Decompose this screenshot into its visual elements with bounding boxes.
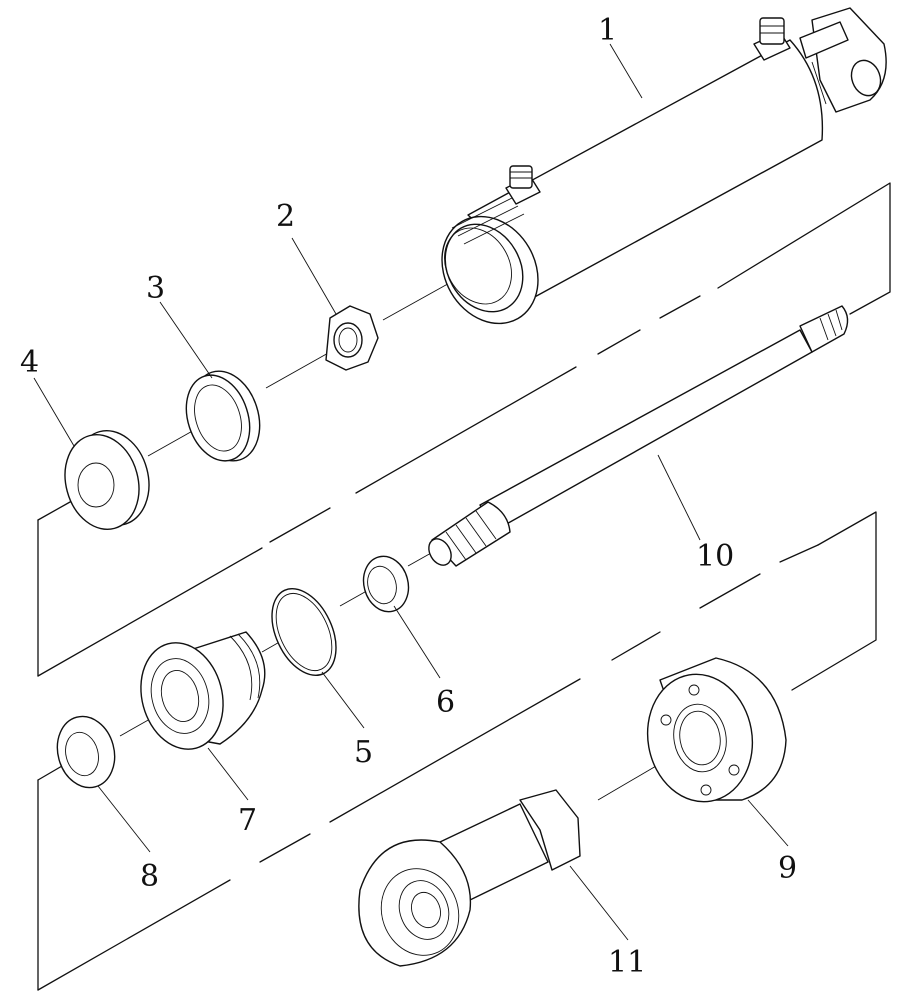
part-5-o-ring	[271, 587, 337, 677]
callout-11: 11	[608, 945, 646, 980]
callout-9: 9	[778, 851, 797, 886]
callout-3: 3	[146, 271, 165, 306]
part-1-cylinder-barrel	[441, 7, 887, 325]
assembly-frame-lines	[37, 182, 891, 991]
callout-6: 6	[436, 685, 455, 720]
callout-7: 7	[238, 803, 257, 838]
part-4-wiper-seal	[64, 430, 150, 530]
callout-8: 8	[140, 859, 159, 894]
leader-lines	[33, 43, 789, 941]
part-9-flange-nut	[646, 657, 787, 803]
part-8-washer	[56, 715, 116, 789]
part-11-rod-end	[358, 789, 581, 967]
callout-10: 10	[696, 539, 734, 574]
part-6-bushing	[362, 555, 410, 613]
part-10-piston-rod	[428, 305, 849, 567]
callout-2: 2	[276, 199, 295, 234]
callout-1: 1	[598, 13, 617, 48]
callout-labels: 1 2 3 4 5 6 7 8 9 10 11	[20, 13, 797, 980]
part-7-piston	[140, 631, 266, 750]
callout-4: 4	[20, 345, 39, 380]
callout-5: 5	[354, 735, 373, 770]
part-2-hex-nut	[325, 305, 379, 371]
part-3-gland-ring	[185, 370, 261, 462]
